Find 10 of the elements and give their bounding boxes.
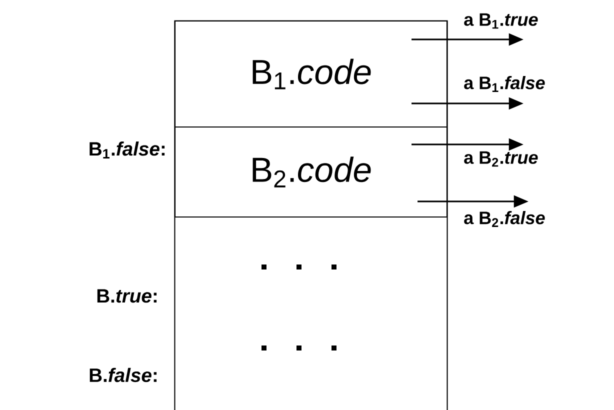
code-box: B$_{2}$.code bbox=[174, 126, 448, 218]
edge-label: a B$_{1}$.false bbox=[464, 76, 545, 92]
edge-label: a B$_{2}$.true bbox=[464, 151, 538, 167]
edge-label: a B$_{1}$.true bbox=[464, 13, 538, 29]
code-box: B$_{1}$.code bbox=[174, 20, 448, 128]
address-label: B$_{1}$.false: bbox=[90, 142, 165, 158]
address-label: B.false: bbox=[90, 368, 157, 382]
edge-label: a B$_{2}$.false bbox=[464, 211, 545, 227]
address-label: B.true: bbox=[97, 289, 157, 303]
stack-column bbox=[174, 20, 448, 410]
